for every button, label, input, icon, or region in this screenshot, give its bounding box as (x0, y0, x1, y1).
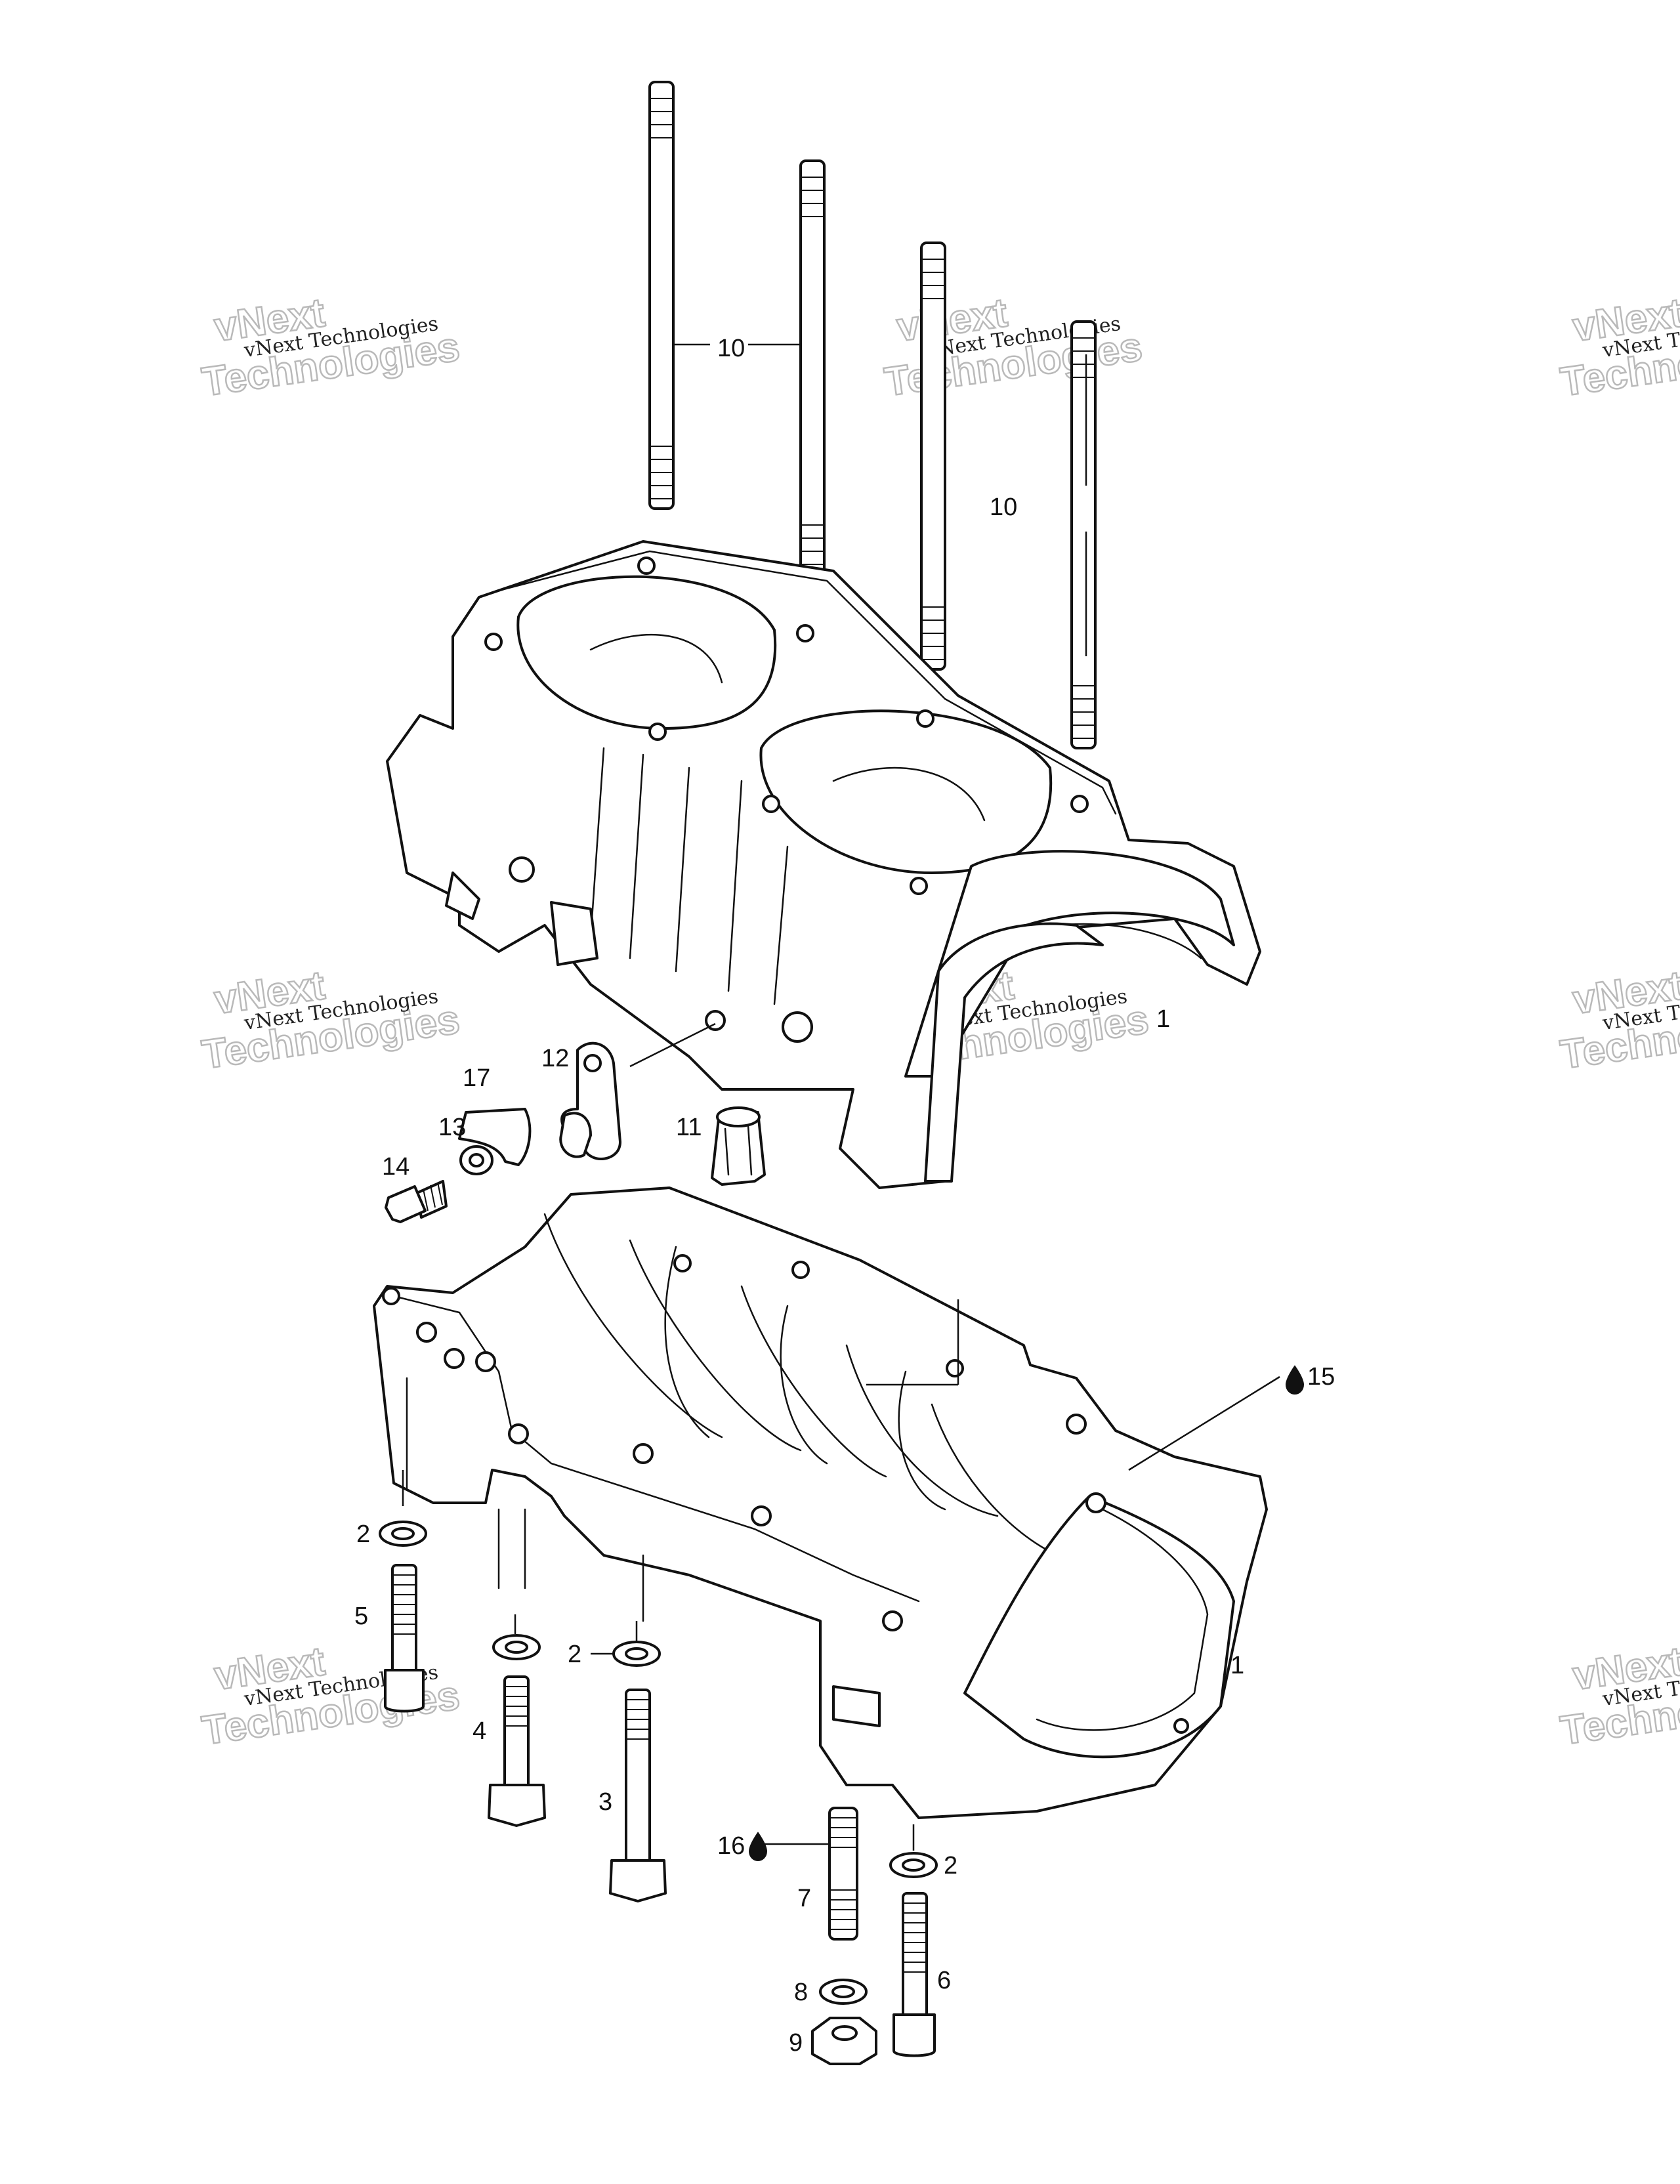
callout-16: 16 (717, 1832, 745, 1860)
stud-4 (1070, 320, 1097, 749)
callout-labels: 10 10 1 12 17 13 11 14 15 2 5 2 1 4 3 16… (354, 335, 1335, 2057)
watermark-mid-left: vNext Technologies vNext Technologies (199, 962, 463, 1079)
callout-2-mid: 2 (568, 1641, 581, 1668)
callout-8: 8 (794, 1979, 808, 2006)
washer-8 (819, 1979, 868, 2005)
washer-13 (459, 1145, 494, 1175)
callout-16-group: 16 (717, 1832, 768, 1862)
nut-9 (811, 2017, 877, 2065)
stud-7 (828, 1807, 858, 1941)
callout-10-left: 10 (717, 335, 745, 362)
bolt-4 (488, 1675, 546, 1827)
leader-lines (402, 343, 1280, 1851)
cylinder-studs (648, 81, 1097, 749)
callout-2-right: 2 (944, 1852, 957, 1880)
bolt-3 (609, 1689, 667, 1902)
callout-17: 17 (463, 1064, 490, 1092)
stud-2 (799, 159, 826, 589)
callout-14: 14 (382, 1153, 410, 1181)
watermark-top-right: vNext Technologies vNext Technologies (1557, 289, 1680, 406)
oil-drop-icon (1285, 1365, 1305, 1395)
stud-3 (920, 242, 946, 671)
watermark-mid-right: vNext Technologies vNext Technologies (1557, 962, 1680, 1079)
callout-10-right: 10 (990, 494, 1017, 521)
callout-5: 5 (354, 1603, 368, 1630)
watermark-bottom-right: vNext Technologies vNext Technologies (1557, 1638, 1680, 1755)
callout-9: 9 (789, 2029, 803, 2057)
callout-15: 15 (1307, 1363, 1335, 1391)
bracket-12 (559, 1041, 621, 1160)
washer-2-mid-b (612, 1641, 661, 1667)
callout-6: 6 (937, 1967, 951, 1994)
clip-17 (458, 1108, 532, 1166)
callout-15-group: 15 (1285, 1363, 1335, 1395)
bolt-6 (892, 1892, 936, 2057)
callout-7: 7 (797, 1885, 811, 1912)
oil-drop-icon (748, 1832, 768, 1862)
callout-2-left: 2 (356, 1521, 370, 1548)
washer-2-mid-a (492, 1634, 541, 1660)
callout-12: 12 (541, 1045, 569, 1072)
washer-2-right (889, 1852, 938, 1878)
bolt-14 (385, 1180, 448, 1223)
callout-1-lower: 1 (1230, 1652, 1244, 1679)
stud-1 (648, 81, 675, 510)
callout-13: 13 (438, 1114, 466, 1141)
callout-3: 3 (598, 1788, 612, 1816)
callout-1-upper: 1 (1156, 1005, 1170, 1033)
bolt-5 (384, 1564, 425, 1713)
lower-crankcase (373, 1186, 1268, 1819)
watermark-top-left: vNext Technologies vNext Technologies (199, 289, 463, 406)
callout-11: 11 (676, 1114, 702, 1141)
washer-2-left (379, 1521, 427, 1547)
watermark-top-center: vNext Technologies vNext Technologies (881, 289, 1146, 406)
upper-crankcase (386, 540, 1261, 1189)
callout-4: 4 (472, 1717, 486, 1745)
plug-11 (711, 1106, 766, 1186)
